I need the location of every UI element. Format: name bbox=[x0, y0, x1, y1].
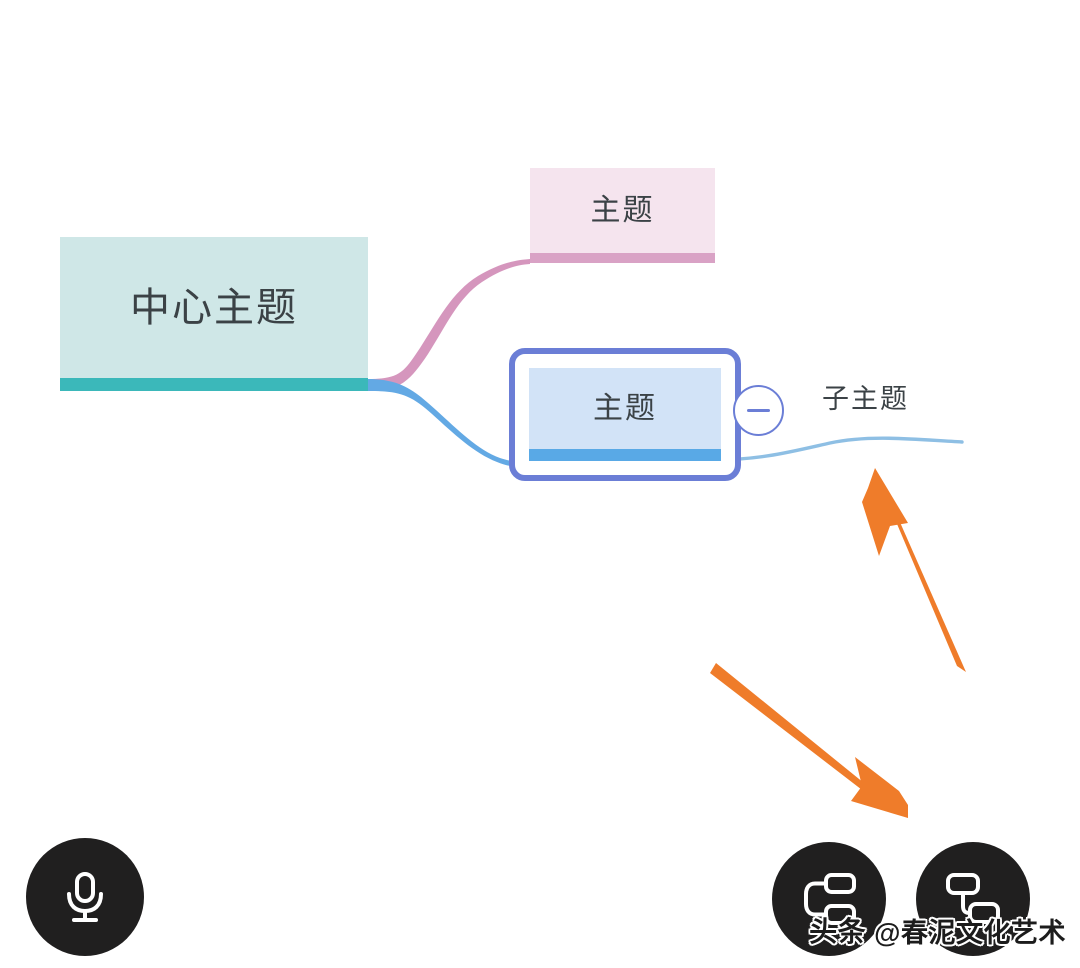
node-topic-pink-label: 主题 bbox=[590, 193, 655, 227]
minus-glyph bbox=[747, 409, 770, 412]
node-center-topic-label: 中心主题 bbox=[130, 285, 298, 330]
layout-right-button[interactable] bbox=[772, 842, 886, 956]
node-topic-blue-label: 主题 bbox=[593, 391, 657, 425]
watermark-handle: @春泥文化艺术 bbox=[874, 917, 1066, 948]
layout-map-left-icon bbox=[946, 873, 1000, 924]
connector-center-to-pink bbox=[368, 259, 530, 391]
arrow-to-layout-buttons bbox=[710, 663, 908, 818]
microphone-icon bbox=[67, 872, 103, 922]
voice-input-button[interactable] bbox=[26, 838, 144, 956]
node-subtopic[interactable]: 子主题 bbox=[822, 386, 909, 413]
layout-left-button[interactable] bbox=[916, 842, 1030, 956]
node-center-topic[interactable]: 中心主题 bbox=[60, 237, 368, 391]
connector-center-to-blue bbox=[368, 379, 516, 467]
watermark: 头条 @春泥文化艺术 bbox=[809, 910, 1066, 950]
node-subtopic-label: 子主题 bbox=[822, 384, 909, 414]
connector-blue-to-subtopic bbox=[710, 436, 964, 462]
node-topic-pink[interactable]: 主题 bbox=[530, 168, 715, 263]
watermark-brand: 头条 bbox=[809, 916, 867, 947]
arrow-to-subtopic-branch bbox=[862, 468, 966, 672]
minus-circle-icon[interactable] bbox=[733, 385, 784, 436]
node-topic-blue[interactable]: 主题 bbox=[529, 368, 721, 461]
layout-map-right-icon bbox=[804, 873, 856, 925]
